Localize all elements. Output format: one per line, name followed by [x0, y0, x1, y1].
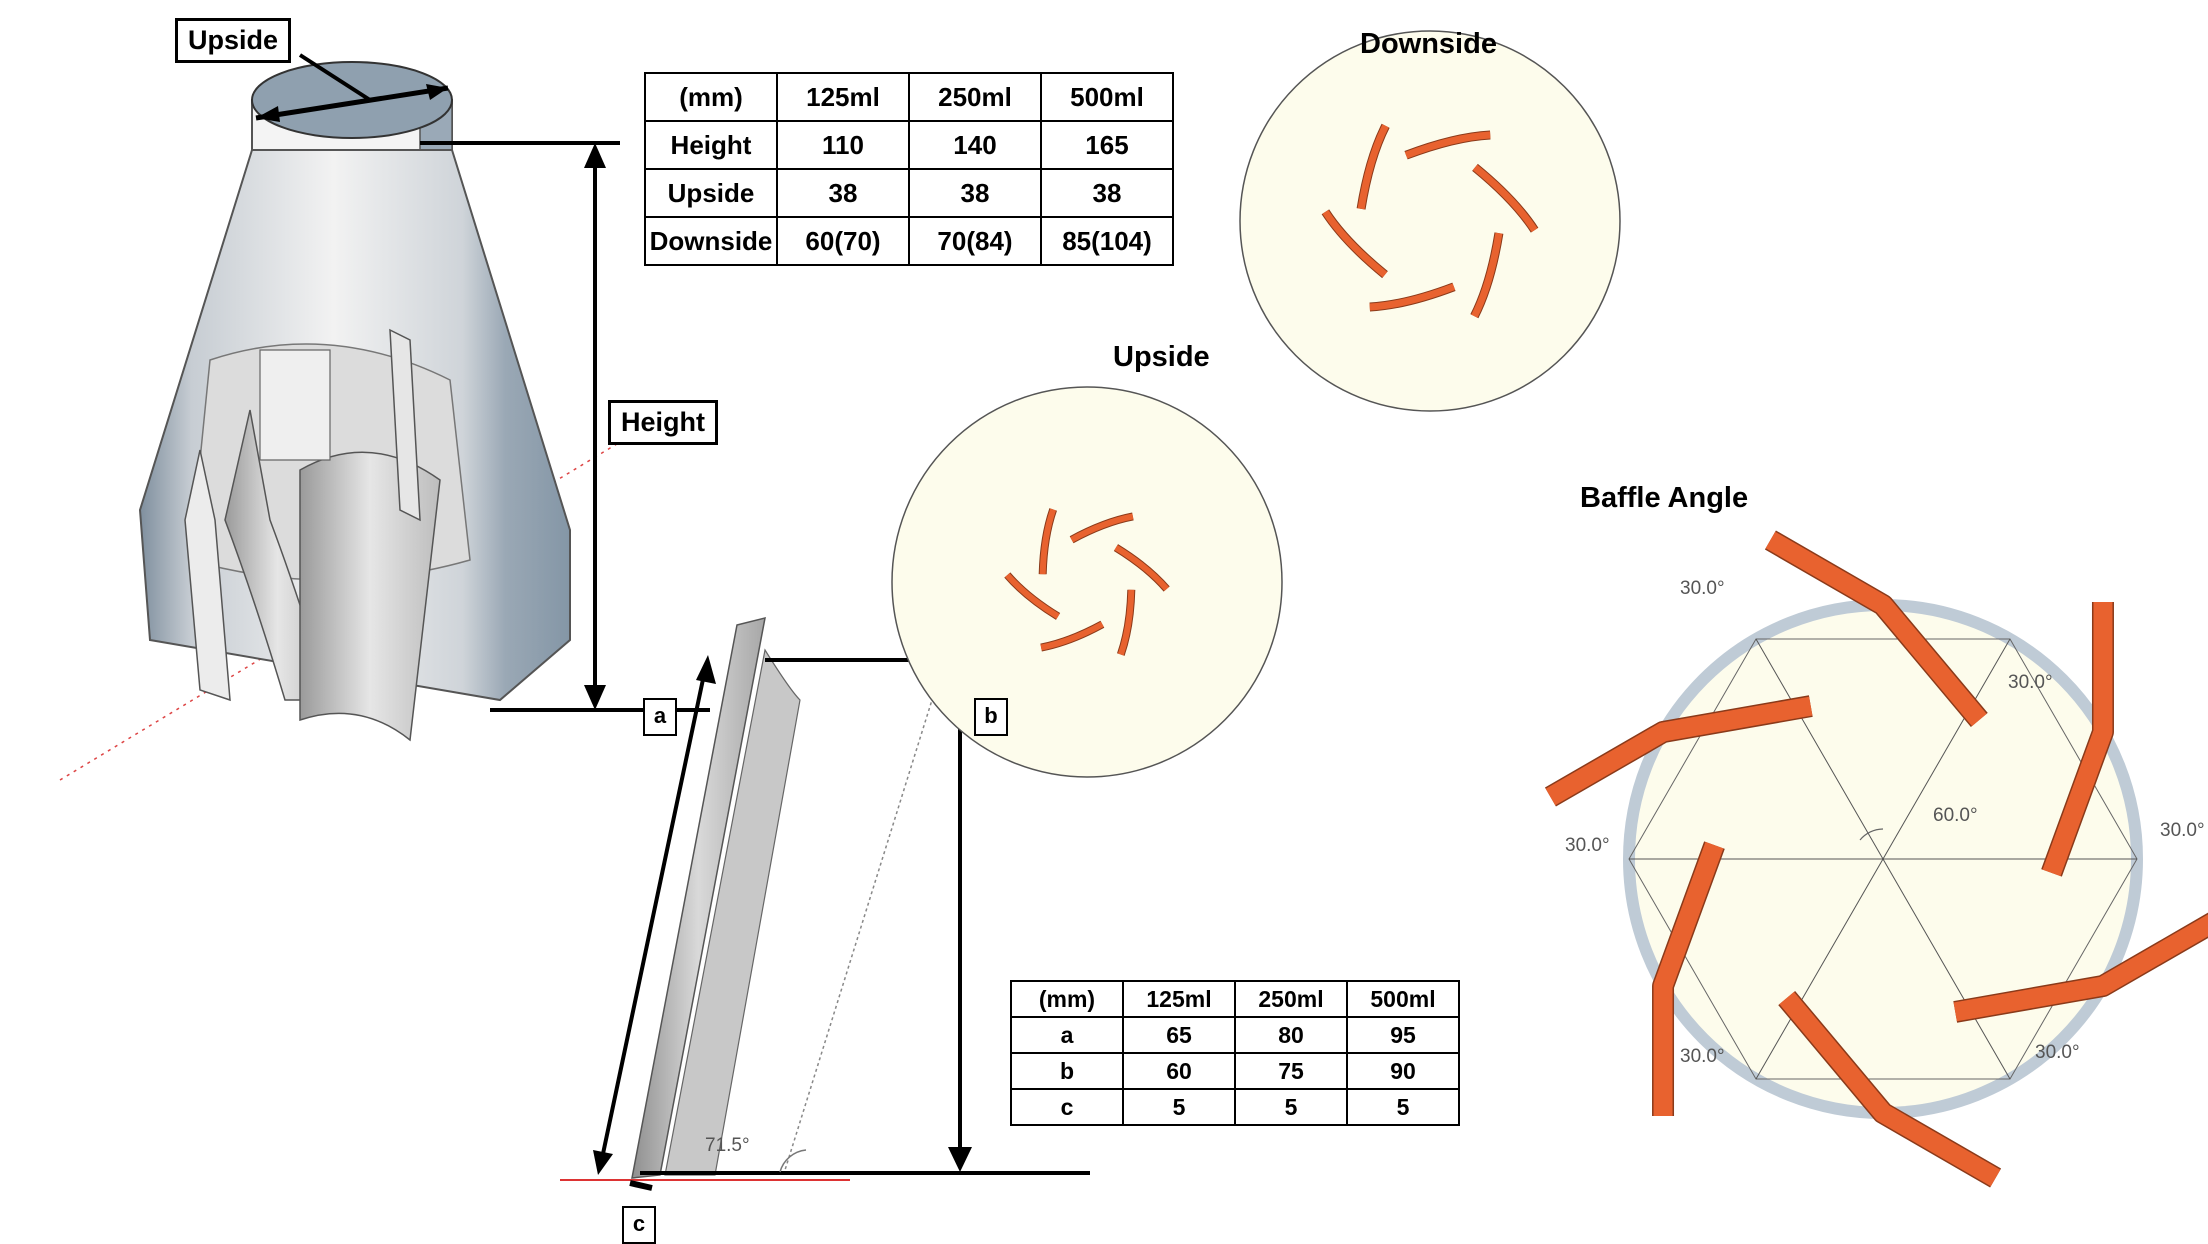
table-row: Downside 60(70) 70(84) 85(104): [644, 216, 1174, 266]
baffle-arc: [1117, 589, 1135, 656]
baffle-angle-label: 30.0°: [1680, 578, 1725, 599]
table-cell: 38: [776, 168, 910, 218]
table-row: a 65 80 95: [1010, 1016, 1460, 1054]
baffle-arc: [1040, 621, 1104, 651]
dimension-table-height: (mm) 125ml 250ml 500ml Height 110 140 16…: [644, 72, 1174, 266]
table-cell: 70(84): [908, 216, 1042, 266]
table-cell: (mm): [644, 72, 778, 122]
table-cell: 500ml: [1346, 980, 1460, 1018]
table-cell: a: [1010, 1016, 1124, 1054]
flask-insert-3d-view: [59, 53, 710, 781]
baffle-arc: [1471, 232, 1503, 318]
hex-spoke: [1755, 638, 1884, 860]
baffle-arc: [1369, 283, 1456, 311]
blade-3d: [184, 449, 231, 702]
table-cell: 38: [908, 168, 1042, 218]
upside-disc: [891, 386, 1283, 778]
table-cell: 90: [1346, 1052, 1460, 1090]
baffle-arc: [1070, 513, 1134, 543]
baffle-angle-label: 30.0°: [1680, 1046, 1725, 1067]
table-cell: 5: [1234, 1088, 1348, 1126]
baffle-strip: [1545, 696, 1813, 806]
dimension-b-label: b: [974, 698, 1008, 736]
baffle-strip: [2042, 602, 2113, 877]
table-cell: Downside: [644, 216, 778, 266]
table-cell: 38: [1040, 168, 1174, 218]
table-cell: Height: [644, 120, 778, 170]
cone-top-opening: [251, 61, 453, 139]
angle-baffles: [1544, 530, 2208, 1188]
baffle-arc: [1357, 124, 1389, 210]
table-cell: 65: [1122, 1016, 1236, 1054]
dimension-a-label: a: [643, 698, 677, 736]
height-label: Height: [608, 400, 718, 445]
baffle-strip: [1779, 991, 2001, 1187]
table-cell: Upside: [644, 168, 778, 218]
side-angle-label: 71.5°: [705, 1135, 750, 1156]
downside-disc: [1239, 30, 1621, 412]
table-cell: b: [1010, 1052, 1124, 1090]
blade-3d: [299, 451, 441, 742]
table-cell: 5: [1346, 1088, 1460, 1126]
upside-title: Upside: [1113, 341, 1210, 373]
table-cell: 95: [1346, 1016, 1460, 1054]
table-header-row: (mm) 125ml 250ml 500ml: [1010, 980, 1460, 1018]
baffle-side-view: [560, 616, 1090, 1191]
baffle-arc: [1114, 544, 1169, 591]
table-cell: 75: [1234, 1052, 1348, 1090]
table-cell: 165: [1040, 120, 1174, 170]
dimension-table-abc: (mm) 125ml 250ml 500ml a 65 80 95 b 60 7…: [1010, 980, 1460, 1126]
upside-baffles: [1004, 508, 1170, 656]
table-cell: 60(70): [776, 216, 910, 266]
table-cell: 80: [1234, 1016, 1348, 1054]
table-row: Upside 38 38 38: [644, 168, 1174, 218]
table-cell: 250ml: [908, 72, 1042, 122]
table-cell: 5: [1122, 1088, 1236, 1126]
dimension-c-label: c: [622, 1206, 656, 1244]
baffle-angle-diagram: [1544, 530, 2208, 1188]
baffle-angle-label: 30.0°: [2160, 820, 2205, 841]
table-cell: 140: [908, 120, 1042, 170]
baffle-strip: [1653, 841, 1724, 1116]
table-cell: 125ml: [776, 72, 910, 122]
hex-spoke: [1755, 858, 1884, 1080]
baffle-angle-label: 30.0°: [2008, 672, 2053, 693]
blade-3d: [259, 349, 331, 461]
table-row: b 60 75 90: [1010, 1052, 1460, 1090]
table-cell: 85(104): [1040, 216, 1174, 266]
hex-spokes: [1629, 638, 2137, 1080]
table-cell: 250ml: [1234, 980, 1348, 1018]
baffle-arc: [1404, 131, 1491, 159]
baffle-arc: [1322, 209, 1388, 278]
hex-spoke: [1882, 858, 2011, 1080]
baffle-angle-label: 30.0°: [1565, 835, 1610, 856]
table-row: Height 110 140 165: [644, 120, 1174, 170]
blade-3d: [389, 328, 421, 522]
hex-spoke: [1882, 638, 2011, 860]
downside-title: Downside: [1360, 28, 1497, 60]
baffle-strip: [1953, 914, 2208, 1022]
upside-label: Upside: [175, 18, 292, 63]
baffle-angle-label: 30.0°: [2035, 1042, 2080, 1063]
baffle-strip: [1765, 531, 1987, 727]
baffle-arc: [1005, 573, 1060, 620]
table-cell: (mm): [1010, 980, 1124, 1018]
table-row: c 5 5 5: [1010, 1088, 1460, 1126]
downside-baffles: [1321, 123, 1539, 319]
baffle-arc: [1472, 164, 1538, 233]
baffle-arc: [1039, 508, 1057, 575]
table-cell: 500ml: [1040, 72, 1174, 122]
baffle-angle-title: Baffle Angle: [1580, 482, 1749, 514]
table-cell: 125ml: [1122, 980, 1236, 1018]
table-cell: 60: [1122, 1052, 1236, 1090]
center-angle-label: 60.0°: [1933, 805, 1978, 826]
table-cell: c: [1010, 1088, 1124, 1126]
table-cell: 110: [776, 120, 910, 170]
table-header-row: (mm) 125ml 250ml 500ml: [644, 72, 1174, 122]
